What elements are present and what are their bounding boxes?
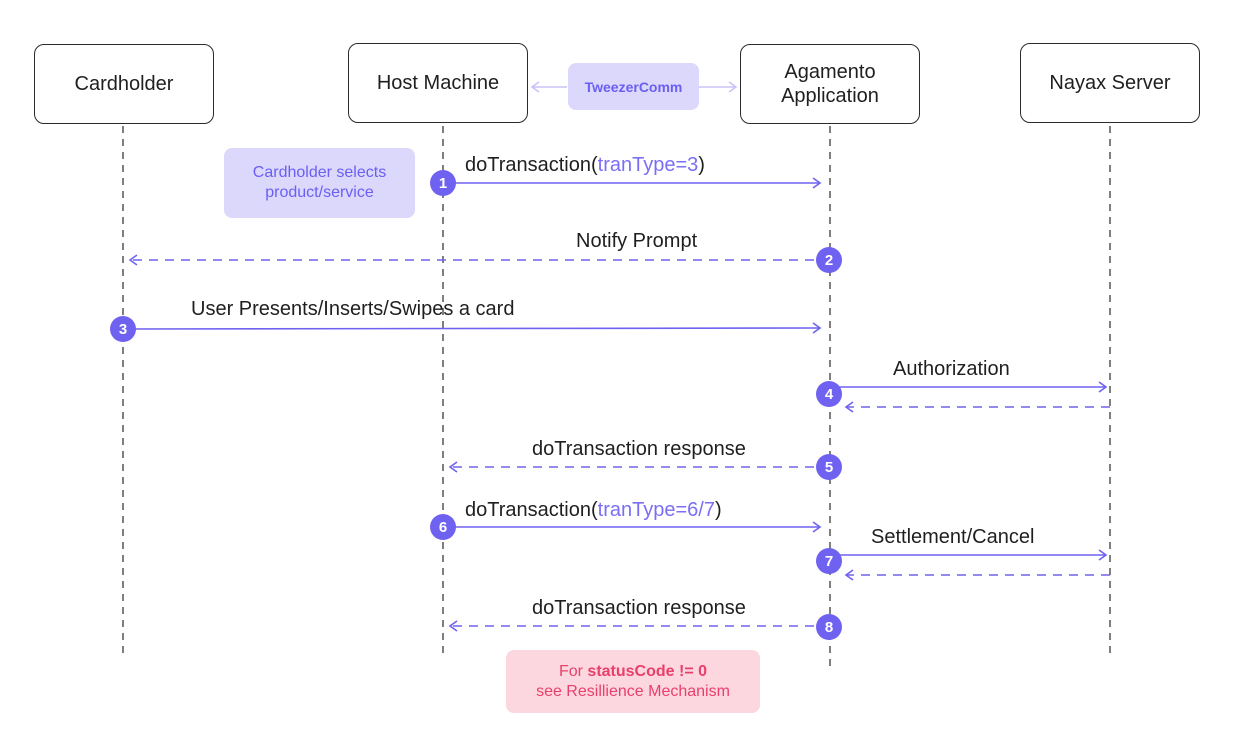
message-1-close: ) bbox=[698, 154, 705, 176]
step-badge-6: 6 bbox=[430, 514, 456, 540]
step-badge-7: 7 bbox=[816, 548, 842, 574]
message-3-label: User Presents/Inserts/Swipes a card bbox=[191, 298, 515, 320]
message-6-label: doTransaction(tranType=6/7) bbox=[465, 498, 722, 522]
message-6-close: ) bbox=[714, 499, 722, 521]
participant-host-machine: Host Machine bbox=[348, 43, 528, 123]
step-badge-1: 1 bbox=[430, 170, 456, 196]
step-badge-2: 2 bbox=[816, 247, 842, 273]
message-1-text: doTransaction( bbox=[465, 154, 598, 176]
warning-prefix: For bbox=[558, 662, 588, 680]
step-badge-4: 4 bbox=[816, 381, 842, 407]
message-6-text: doTransaction( bbox=[465, 499, 598, 521]
arrow-3 bbox=[122, 322, 822, 334]
participant-cardholder: Cardholder bbox=[34, 44, 214, 124]
message-1-param: tranType=3 bbox=[597, 154, 699, 176]
message-5-label: doTransaction response bbox=[532, 438, 746, 460]
step-badge-8: 8 bbox=[816, 614, 842, 640]
step-badge-5: 5 bbox=[816, 454, 842, 480]
warning-status-code: For statusCode != 0 see Resillience Mech… bbox=[506, 650, 760, 713]
message-8-label: doTransaction response bbox=[532, 597, 746, 619]
warning-status-code-text: statusCode != 0 bbox=[587, 662, 708, 680]
message-2-label: Notify Prompt bbox=[576, 230, 698, 252]
message-7-label: Settlement/Cancel bbox=[871, 526, 1035, 548]
message-6-param: tranType=6/7 bbox=[597, 499, 715, 521]
note-cardholder-selects: Cardholder selects product/service bbox=[224, 148, 415, 218]
tweezercomm-chip: TweezerComm bbox=[568, 63, 699, 110]
warning-line-1: For statusCode != 0 bbox=[559, 662, 707, 682]
participant-agamento-application: Agamento Application bbox=[740, 44, 920, 124]
message-4-label: Authorization bbox=[893, 358, 1010, 380]
participant-nayax-server: Nayax Server bbox=[1020, 43, 1200, 123]
step-badge-3: 3 bbox=[110, 316, 136, 342]
message-1-label: doTransaction(tranType=3) bbox=[465, 153, 705, 177]
warning-line-2: see Resillience Mechanism bbox=[536, 682, 730, 700]
